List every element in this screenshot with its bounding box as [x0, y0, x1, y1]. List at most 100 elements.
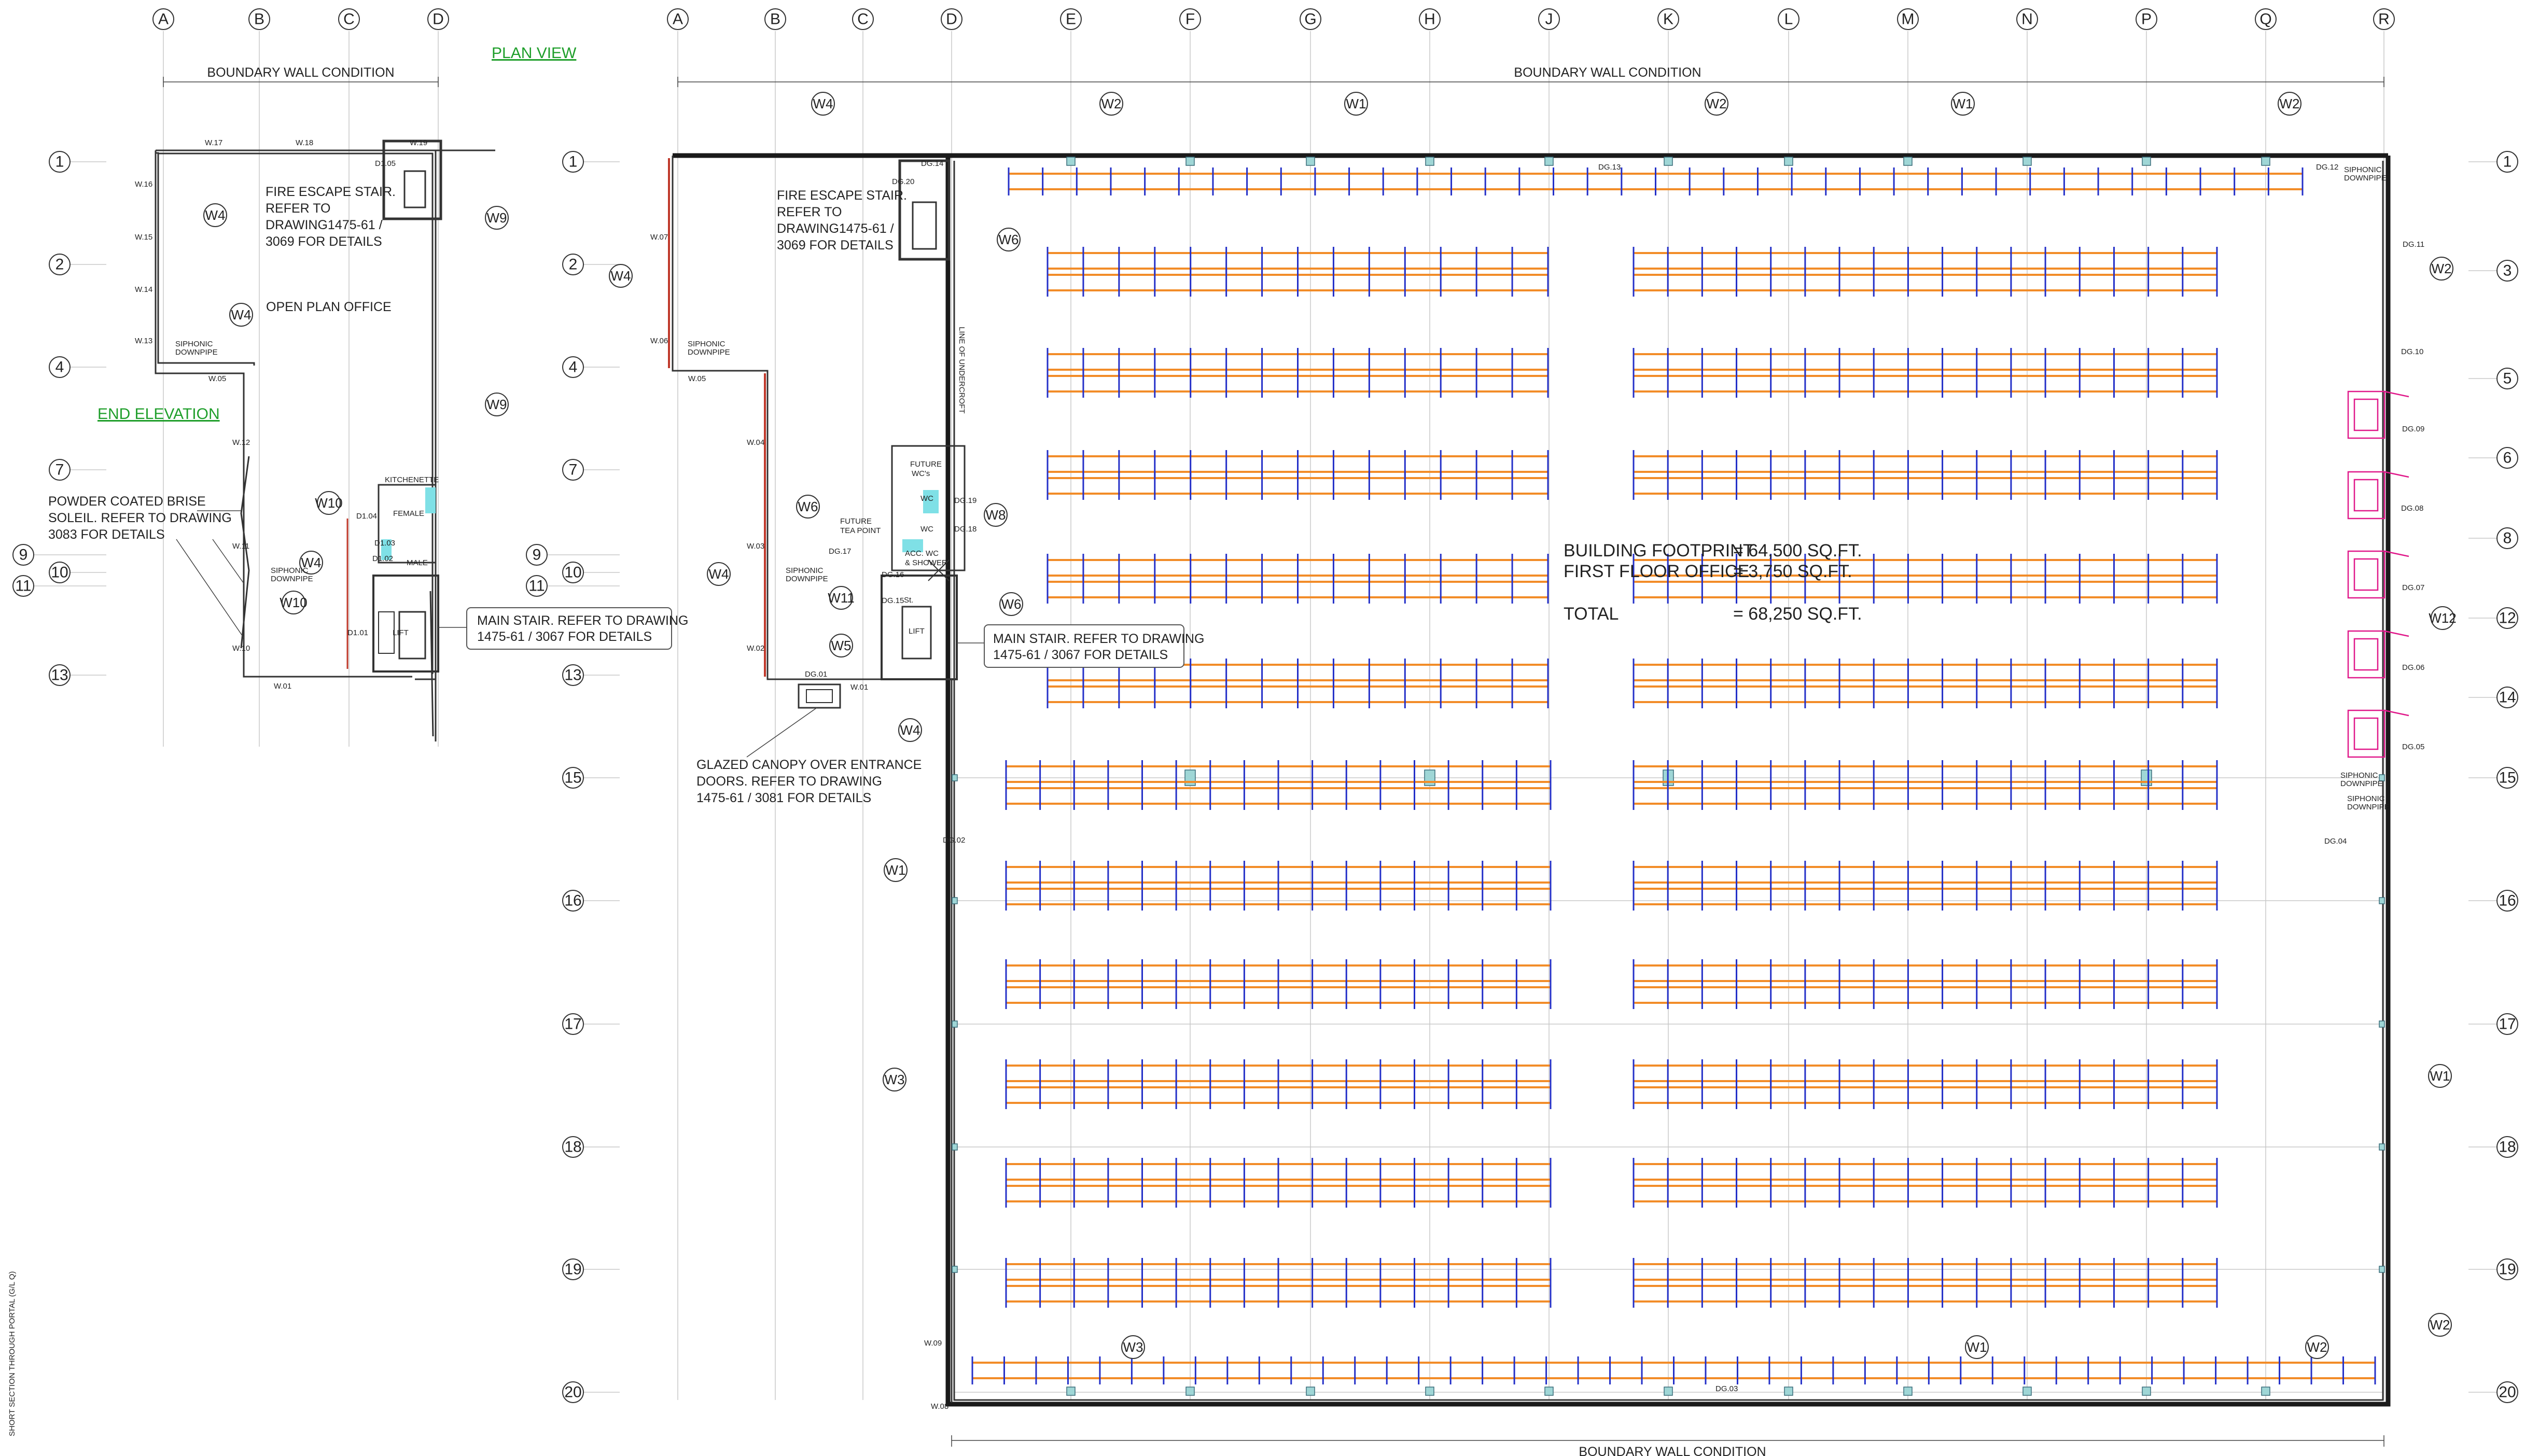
rack-row [1005, 1180, 1552, 1208]
svg-text:W1: W1 [1967, 1339, 1987, 1355]
svg-text:15: 15 [2499, 769, 2516, 787]
main-window-code: W.04 [747, 438, 764, 447]
siphonic-e-1: SIPHONIC [2340, 771, 2378, 780]
svg-text:D: D [946, 11, 957, 28]
left-window-code: W.18 [296, 138, 313, 147]
male-label: MALE [407, 558, 428, 567]
door-code: DG.19 [954, 496, 976, 505]
rack-row [1633, 981, 2218, 1009]
rack-row [1005, 782, 1552, 810]
svg-text:J: J [1545, 11, 1553, 28]
footprint-value: = 64,500 SQ.FT. [1733, 541, 1862, 561]
office-label: FIRST FLOOR OFFICE [1564, 562, 1749, 581]
svg-text:7: 7 [55, 461, 64, 479]
svg-text:W2: W2 [2307, 1339, 2327, 1355]
dock-door [2347, 471, 2409, 520]
grid-bubble-main-row-11: 11 [526, 575, 548, 597]
left-window-code: W.01 [274, 682, 291, 691]
grid-bubble-main-row-17: 17 [562, 1013, 584, 1035]
acc-wc-1: ACC. WC [905, 549, 939, 558]
rack-row [1633, 1280, 2218, 1308]
siphonic-main2-2: DOWNPIPE [786, 575, 828, 583]
svg-text:18: 18 [564, 1139, 581, 1156]
siphonic-left-1: SIPHONIC [175, 340, 213, 348]
svg-text:W1: W1 [2430, 1068, 2450, 1084]
grid-bubble-main-H: H [1419, 8, 1441, 30]
svg-text:W4: W4 [205, 207, 226, 223]
undercroft-label: LINE OF UNDERCROFT [957, 327, 966, 414]
svg-text:C: C [857, 11, 869, 28]
left-window-code: W.14 [135, 285, 152, 294]
rack-row [1005, 1081, 1552, 1109]
window-tag-main-W6: W6 [997, 228, 1021, 251]
rack-row [1633, 472, 2218, 500]
main-stair-note-main-2: 1475-61 / 3067 FOR DETAILS [993, 648, 1168, 662]
grid-bubble-left-D: D [427, 8, 449, 30]
rack-row [1633, 861, 2218, 889]
boundary-label-bottom: BOUNDARY WALL CONDITION [1579, 1445, 1766, 1456]
svg-text:W2: W2 [2432, 261, 2452, 276]
canopy-note-2: DOORS. REFER TO DRAWING [696, 774, 882, 789]
main-window-code: W.07 [650, 233, 668, 242]
door-code: DG.05 [2402, 743, 2424, 751]
window-tag-main-W8: W8 [984, 503, 1008, 527]
side-vertical-label: SHORT SECTION THROUGH PORTAL (G/L Q) [8, 1271, 17, 1436]
door-code: DG.18 [954, 525, 976, 534]
svg-text:14: 14 [2499, 689, 2516, 706]
rack-row [1633, 450, 2218, 478]
svg-text:L: L [1784, 11, 1793, 28]
door-code: DG.08 [2401, 504, 2423, 513]
svg-text:11: 11 [15, 578, 31, 595]
svg-text:W12: W12 [2429, 610, 2456, 626]
office-value: = 3,750 SQ.FT. [1733, 562, 1852, 581]
rack-row [1633, 247, 2218, 275]
total-value: = 68,250 SQ.FT. [1733, 604, 1862, 624]
window-tag-left-W9: W9 [485, 393, 509, 416]
acc-wc-2: & SHOWER [905, 558, 947, 567]
grid-bubble-left-row-2: 2 [49, 254, 71, 275]
svg-text:R: R [2378, 11, 2390, 28]
grid-bubble-main-row-19: 19 [562, 1258, 584, 1280]
door-code: DG.04 [2324, 837, 2347, 846]
window-tag-left-W4: W4 [299, 551, 323, 575]
boundary-label-left: BOUNDARY WALL CONDITION [207, 65, 394, 80]
left-window-code: W.05 [208, 374, 226, 383]
door-code: DG.20 [892, 177, 914, 186]
window-tag-main-W6: W6 [999, 592, 1023, 616]
siphonic-e2-1: SIPHONIC [2347, 794, 2385, 803]
svg-text:W2: W2 [2430, 1317, 2450, 1333]
fire-stair-note-left-2: REFER TO [266, 201, 331, 216]
door-code: DG.02 [943, 836, 965, 845]
grid-bubble-right-row-20: 20 [2496, 1381, 2518, 1403]
svg-text:W6: W6 [999, 232, 1019, 247]
fire-stair-note-main-1: FIRE ESCAPE STAIR. [777, 188, 907, 203]
window-tag-main-W2: W2 [1705, 92, 1728, 116]
rack-row [1047, 680, 1549, 708]
svg-text:1: 1 [2503, 153, 2512, 171]
left-window-code: D1.02 [372, 554, 393, 563]
grid-bubble-right-row-14: 14 [2496, 687, 2518, 708]
svg-text:10: 10 [564, 564, 581, 581]
svg-text:F: F [1185, 11, 1195, 28]
main-stair-note-left-1: MAIN STAIR. REFER TO DRAWING [477, 613, 688, 628]
fire-stair-note-left-3: DRAWING1475-61 / [266, 218, 383, 232]
future-tea-1: FUTURE [840, 517, 872, 526]
grid-bubble-main-Q: Q [2255, 8, 2277, 30]
main-stair-note-left-2: 1475-61 / 3067 FOR DETAILS [477, 629, 652, 644]
rack-row [1633, 959, 2218, 987]
left-window-code: D1.04 [356, 512, 377, 521]
main-stair-note-main-1: MAIN STAIR. REFER TO DRAWING [993, 632, 1204, 646]
window-tag-main-W5: W5 [829, 634, 853, 657]
siphonic-left2-2: DOWNPIPE [271, 575, 313, 583]
svg-text:W8: W8 [986, 507, 1006, 523]
grid-bubble-main-C: C [852, 8, 874, 30]
brise-note-2: SOLEIL. REFER TO DRAWING [48, 511, 232, 525]
rack-row [1008, 167, 2304, 195]
grid-bubble-main-J: J [1538, 8, 1560, 30]
grid-bubble-left-row-11: 11 [12, 575, 34, 597]
dimension-lines [163, 77, 2384, 1447]
grid-bubble-right-row-6: 6 [2496, 447, 2518, 469]
lift-label-main: LIFT [909, 627, 925, 636]
svg-text:W9: W9 [487, 397, 507, 412]
